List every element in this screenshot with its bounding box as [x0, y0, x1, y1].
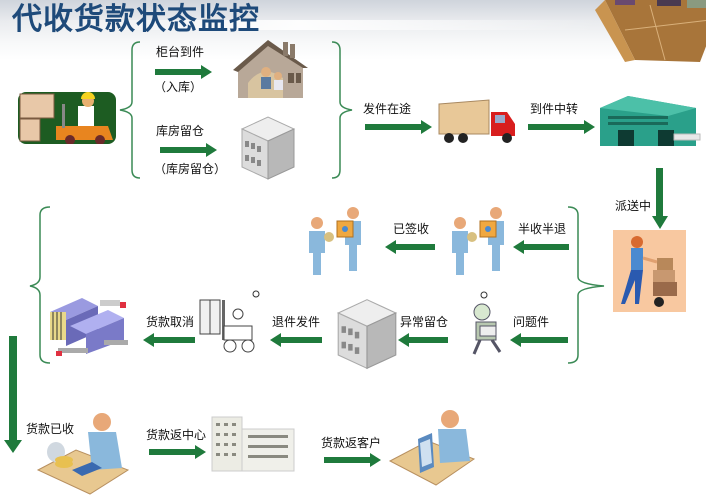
step-label-problem: 问题件 [513, 315, 550, 329]
cashier-desk-icon [36, 413, 130, 495]
warehouse-icon [600, 96, 701, 146]
distribution-hub-icon [50, 298, 128, 356]
step-label-delivering: 派送中 [615, 199, 652, 213]
step-label-signed: 已签收 [393, 222, 430, 236]
header-band [0, 0, 706, 60]
flow-arrow-left [510, 333, 568, 347]
flow-arrow-left [385, 240, 435, 254]
merge-brace [331, 41, 353, 179]
step-label-counter-arrival: 柜台到件 [156, 45, 205, 59]
step-label-return-ship: 退件发件 [272, 315, 321, 329]
flow-arrow-left [143, 333, 195, 347]
merge-brace [29, 206, 51, 364]
branch-brace [119, 41, 141, 179]
flow-arrow-down [4, 336, 22, 453]
storage-building-icon [336, 299, 398, 370]
flow-arrow-down [652, 168, 668, 229]
customer-service-icon [388, 410, 476, 486]
courier-handcart-icon [613, 230, 686, 312]
flow-arrow-right [324, 453, 381, 467]
photo-cube-logo [595, 0, 706, 62]
house-office-icon [233, 40, 308, 98]
page-title: 代收货款状态监控 [12, 2, 260, 37]
step-label-in-transit: 发件在途 [363, 102, 412, 116]
step-label-warehouse-hold: 库房留仓 [156, 124, 205, 138]
step-sublabel-counter-arrival: （入库） [154, 80, 203, 94]
step-label-abnormal-hold: 异常留仓 [400, 315, 449, 329]
branch-brace [567, 206, 605, 364]
flow-arrow-right [365, 120, 432, 134]
step-label-payment-received: 货款已收 [26, 422, 75, 436]
forklift-crate-icon [199, 290, 260, 353]
flow-arrow-right [528, 120, 595, 134]
flow-arrow-left [513, 240, 569, 254]
storage-building-icon [240, 116, 296, 180]
flow-arrow-left [270, 333, 322, 347]
office-buildings-icon [211, 416, 295, 472]
forklift-worker-icon [18, 92, 116, 144]
flow-arrow-right [155, 65, 212, 79]
handover-people-icon [452, 207, 504, 275]
step-label-half-return: 半收半退 [518, 222, 567, 236]
step-label-payment-cancel: 货款取消 [146, 315, 195, 329]
flow-arrow-right [149, 445, 206, 459]
flow-arrow-right [160, 143, 217, 157]
flow-arrow-left [398, 333, 448, 347]
step-label-arrival-transfer: 到件中转 [530, 102, 579, 116]
handover-people-icon [309, 207, 361, 275]
confused-person-icon [472, 291, 502, 355]
step-label-payment-to-customer: 货款返客户 [321, 436, 382, 450]
step-sublabel-warehouse-hold: （库房留仓） [154, 162, 227, 176]
truck-icon [438, 99, 515, 143]
step-label-payment-to-center: 货款返中心 [146, 428, 207, 442]
